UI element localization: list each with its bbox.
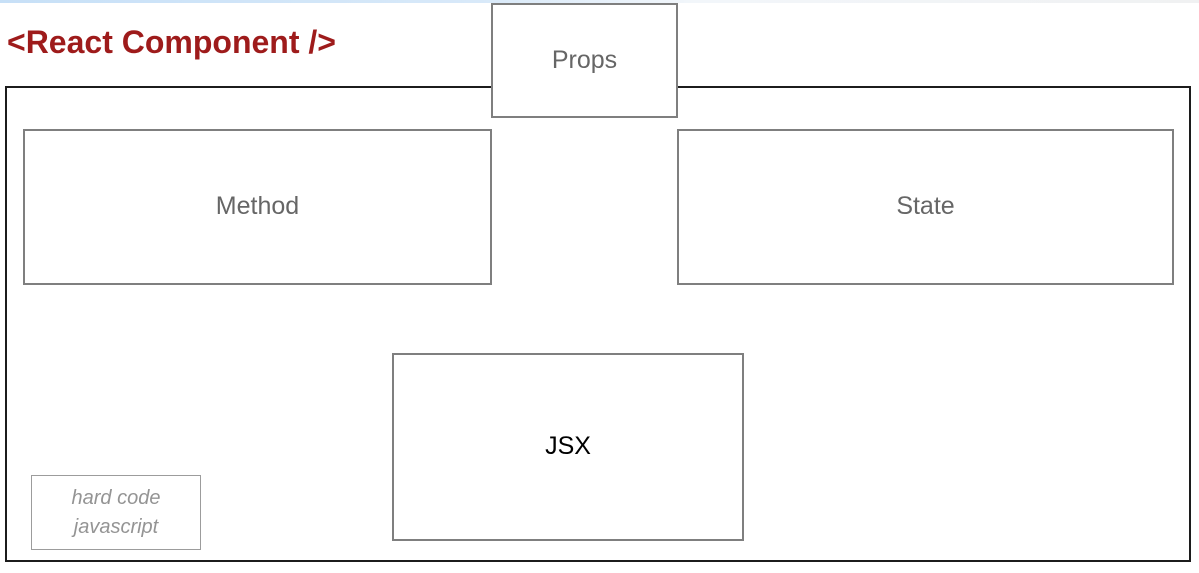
diagram-title: <React Component />: [7, 24, 336, 60]
jsx-node-label: JSX: [545, 432, 591, 461]
method-node-label: Method: [215, 192, 300, 221]
props-node: Props: [491, 3, 678, 118]
top-edge-strip: [0, 0, 1199, 3]
state-node: State: [677, 129, 1174, 285]
hardcode-node-label-line1: hard code: [71, 486, 161, 509]
state-node-label: State: [896, 192, 955, 221]
jsx-node: JSX: [392, 353, 744, 541]
hardcode-node-label-line2: javascript: [73, 515, 159, 538]
hardcode-javascript-node: hard code javascript: [31, 475, 201, 550]
method-node: Method: [23, 129, 492, 285]
props-node-label: Props: [551, 45, 618, 74]
